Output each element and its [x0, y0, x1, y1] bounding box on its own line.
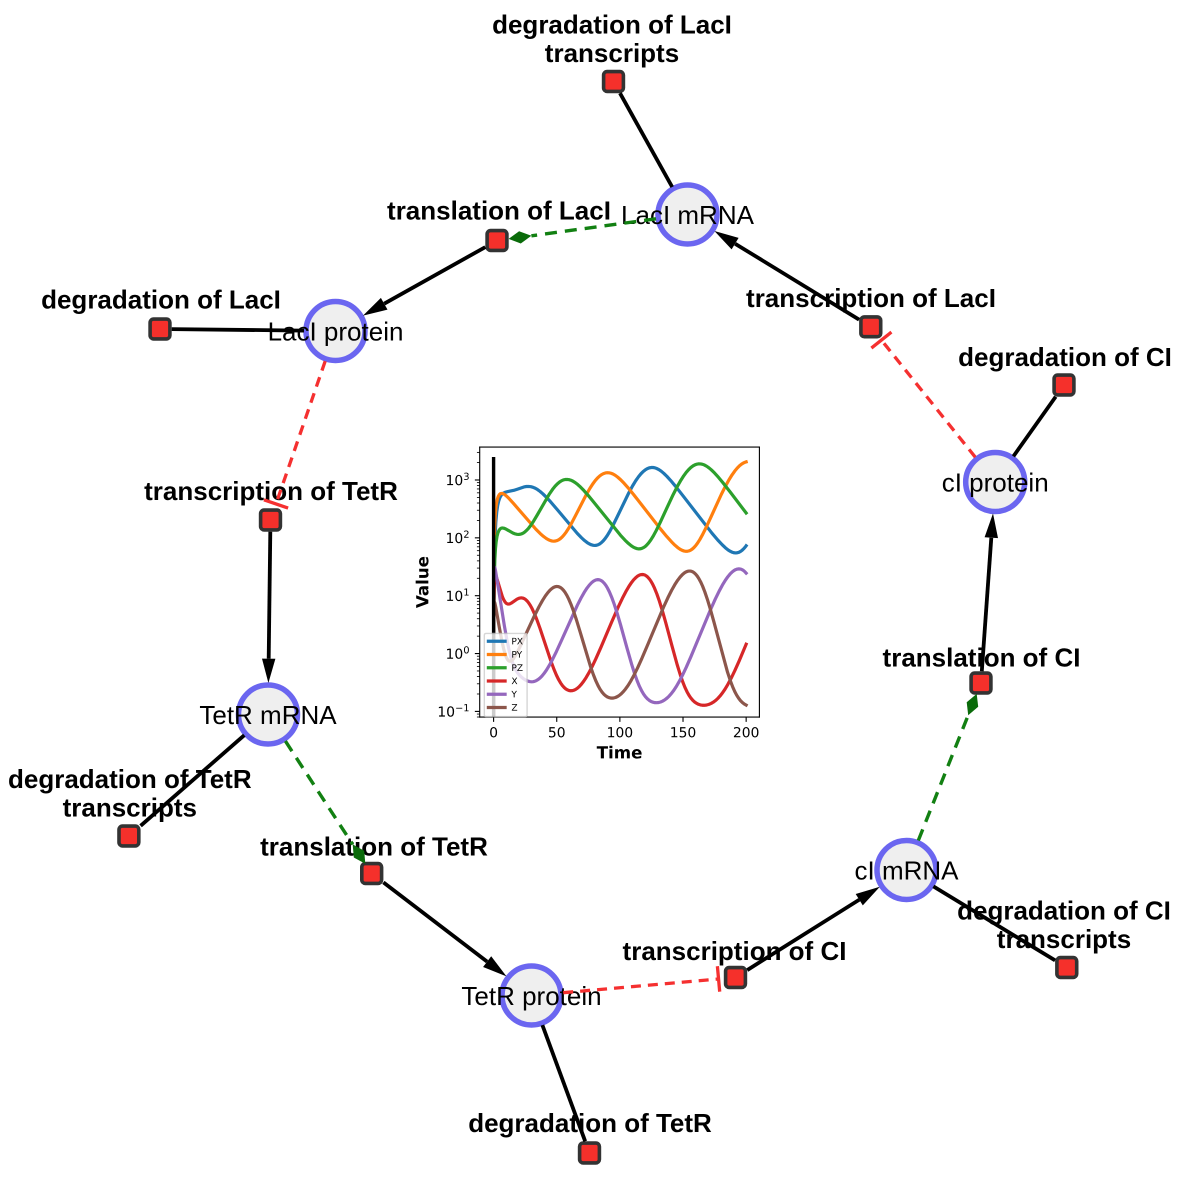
svg-text:degradation of TetR: degradation of TetR	[8, 764, 252, 794]
svg-text:degradation of TetR: degradation of TetR	[468, 1108, 712, 1138]
svg-text:degradation of CI: degradation of CI	[958, 342, 1172, 372]
svg-text:TetR mRNA: TetR mRNA	[199, 700, 337, 730]
svg-text:degradation of LacI: degradation of LacI	[492, 10, 732, 40]
svg-text:TetR protein: TetR protein	[461, 981, 601, 1011]
svg-text:cI protein: cI protein	[942, 468, 1049, 498]
svg-text:translation of TetR: translation of TetR	[260, 832, 488, 862]
svg-text:degradation of LacI: degradation of LacI	[41, 285, 281, 315]
svg-text:transcripts: transcripts	[63, 793, 197, 823]
svg-text:LacI mRNA: LacI mRNA	[621, 200, 755, 230]
svg-text:cI mRNA: cI mRNA	[855, 856, 960, 886]
svg-text:translation of LacI: translation of LacI	[387, 196, 611, 226]
svg-text:transcription of LacI: transcription of LacI	[746, 283, 996, 313]
svg-text:transcription of CI: transcription of CI	[623, 936, 847, 966]
svg-text:transcripts: transcripts	[545, 38, 679, 68]
